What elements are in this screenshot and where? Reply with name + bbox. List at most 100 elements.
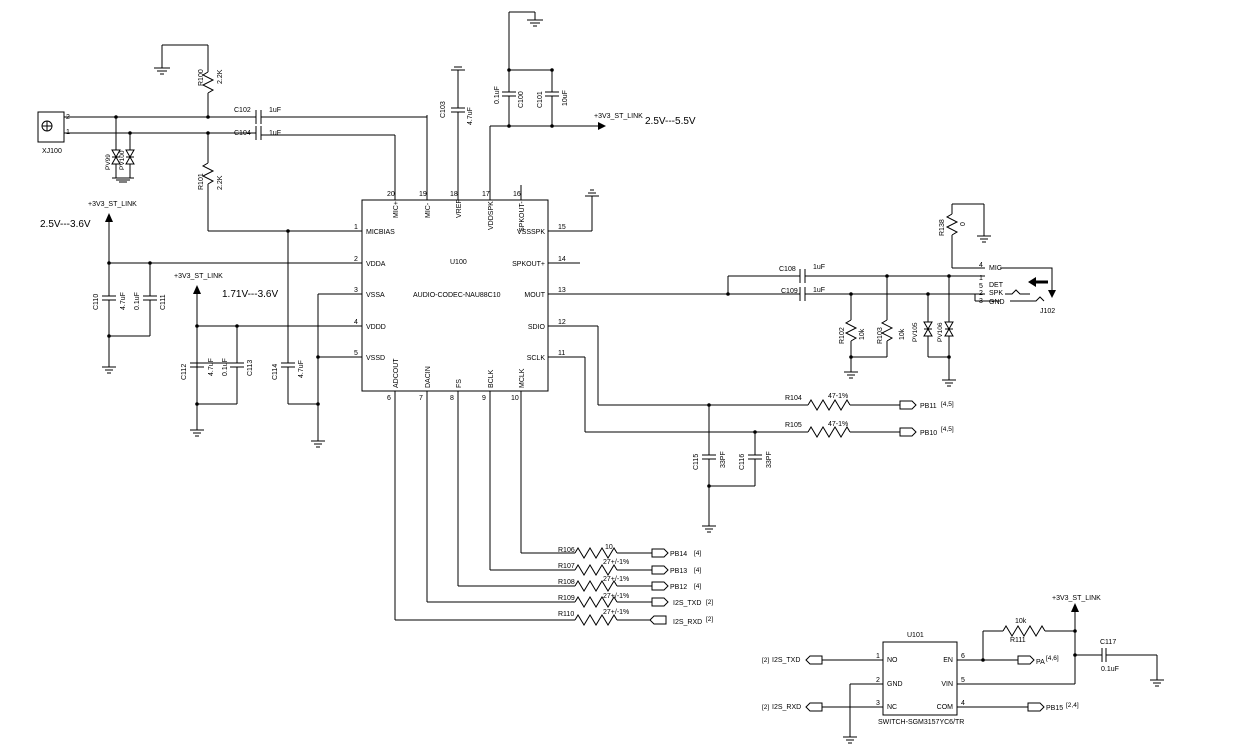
c109-ref: C109	[781, 288, 798, 295]
pb10-ref: [4,5]	[941, 426, 954, 433]
pin-name: MCLK	[519, 368, 526, 388]
j102-mic-label: MIC	[989, 265, 1002, 272]
port-i2s-rxd	[649, 615, 667, 625]
c112-value: 4.7uF	[208, 358, 215, 376]
r102-value: 10k	[859, 328, 866, 340]
pin-num: 1	[876, 653, 880, 660]
pin-name: VSSA	[366, 292, 385, 299]
r106-value: 10	[605, 544, 613, 551]
in-rxd-ref: [2]	[762, 704, 769, 711]
pb13-ref: [4]	[694, 567, 701, 574]
pin-name: MOUT	[524, 292, 545, 299]
pin-name: VSSD	[366, 355, 385, 362]
pin-num: 4	[354, 319, 358, 326]
pb14-ref: [4]	[694, 550, 701, 557]
caps-c102-c104: C102 1uF C104 1uF	[114, 107, 428, 140]
pin-name: FS	[456, 379, 463, 388]
c102-value: 1uF	[269, 107, 281, 114]
u101-ref: U101	[907, 632, 924, 639]
pin-name: VDDD	[366, 324, 386, 331]
j102-ref: J102	[1040, 308, 1055, 315]
j102-gnd-label: GND	[989, 299, 1005, 306]
pin-num: 19	[419, 191, 427, 198]
pb15-name: PB15	[1046, 705, 1063, 712]
port-pb10	[899, 427, 917, 437]
r107-ref: R107	[558, 563, 575, 570]
pin-name: VREF	[456, 199, 463, 218]
c112-ref: C112	[181, 364, 188, 380]
i2s-txd-ref: [2]	[706, 599, 713, 606]
r101-value: 2.2K	[217, 175, 224, 190]
port-in-rxd	[805, 702, 823, 712]
c117-value: 0.1uF	[1101, 666, 1119, 673]
pin-num: 4	[961, 700, 965, 707]
r103-ref: R103	[877, 327, 884, 344]
pin-num: 5	[979, 283, 983, 290]
c111-value: 0.1uF	[134, 292, 141, 310]
c108-value: 1uF	[813, 264, 825, 271]
pin-num: 2	[354, 256, 358, 263]
pin-num: 4	[979, 262, 983, 269]
pa-name: PA	[1036, 659, 1045, 666]
pin-name: VIN	[941, 681, 953, 688]
port-in-txd	[805, 655, 823, 665]
pin-num: 14	[558, 256, 566, 263]
c114-value: 4.7uF	[298, 360, 305, 378]
cap-c114: C114 4.7uF	[272, 229, 318, 405]
vssspk-ground	[580, 189, 599, 232]
c116-ref: C116	[739, 454, 746, 470]
pin-num: 18	[450, 191, 458, 198]
c117-ref: C117	[1100, 639, 1116, 646]
pin-name: MIC+	[393, 201, 400, 218]
pin-num: 2	[979, 290, 983, 297]
port-pb15	[1027, 702, 1045, 712]
port-pb11	[899, 400, 917, 410]
in-txd-ref: [2]	[762, 657, 769, 664]
r100-ref: R100	[198, 69, 205, 86]
r100-value: 2.2K	[217, 69, 224, 84]
pin-num: 3	[354, 287, 358, 294]
vddd-voltage-range: 1.71V---3.6V	[222, 289, 278, 300]
headphone-jack-j102: C108 1uF C109 1uF R102 10k R103 10k	[580, 203, 1056, 387]
pin-num: 13	[558, 287, 566, 294]
pv100-label: PV100	[119, 150, 126, 170]
pv105-label: PV105	[912, 322, 919, 342]
pb11-name: PB11	[920, 403, 937, 410]
c110-value: 4.7uF	[120, 292, 127, 310]
pin-name: MICBIAS	[366, 229, 395, 236]
pb11-ref: [4,5]	[941, 401, 954, 408]
pin-num: 6	[961, 653, 965, 660]
pin-num: 5	[961, 677, 965, 684]
c113-ref: C113	[247, 360, 254, 376]
c101-value: 10uF	[562, 90, 569, 106]
r104-ref: R104	[785, 395, 802, 402]
pin-num: 15	[558, 224, 566, 231]
pin-num: 12	[558, 319, 566, 326]
r109-value: 27+/-1%	[603, 593, 629, 600]
pin-name: EN	[943, 657, 953, 664]
pin-num: 3	[979, 298, 983, 305]
pin-name: SDIO	[528, 324, 546, 331]
i2s-txd-name: I2S_TXD	[673, 600, 701, 607]
r107-value: 27+/-1%	[603, 559, 629, 566]
power-rail-label: +3V3_ST_LINK	[174, 273, 223, 280]
r104-value: 47-1%	[828, 393, 848, 400]
r138-ref: R138	[939, 219, 946, 236]
u100-ref: U100	[450, 259, 467, 266]
pin-name: VDDSPK	[488, 201, 495, 230]
pin-name: ADCOUT	[393, 358, 400, 388]
pin-name: DACIN	[425, 366, 432, 388]
port-pa	[1017, 655, 1035, 665]
resistor-r100: R100 2.2K	[154, 44, 224, 117]
r111-value: 10k	[1015, 618, 1027, 625]
switch-u101: U101 SWITCH-SGM3157YC6/TR NO GND NC EN V…	[762, 595, 1164, 744]
c108-ref: C108	[779, 266, 796, 273]
pin-name: MIC-	[425, 202, 432, 218]
pin-num: 17	[482, 191, 490, 198]
pin-name: NO	[887, 657, 898, 664]
i2c-lines: R104 47-1% R105 47-1% C115 33PF C116 33P…	[580, 325, 954, 533]
in-txd-name: I2S_TXD	[772, 657, 800, 664]
c104-ref: C104	[234, 130, 251, 137]
u100-part: AUDIO-CODEC-NAU88C10	[413, 292, 501, 299]
